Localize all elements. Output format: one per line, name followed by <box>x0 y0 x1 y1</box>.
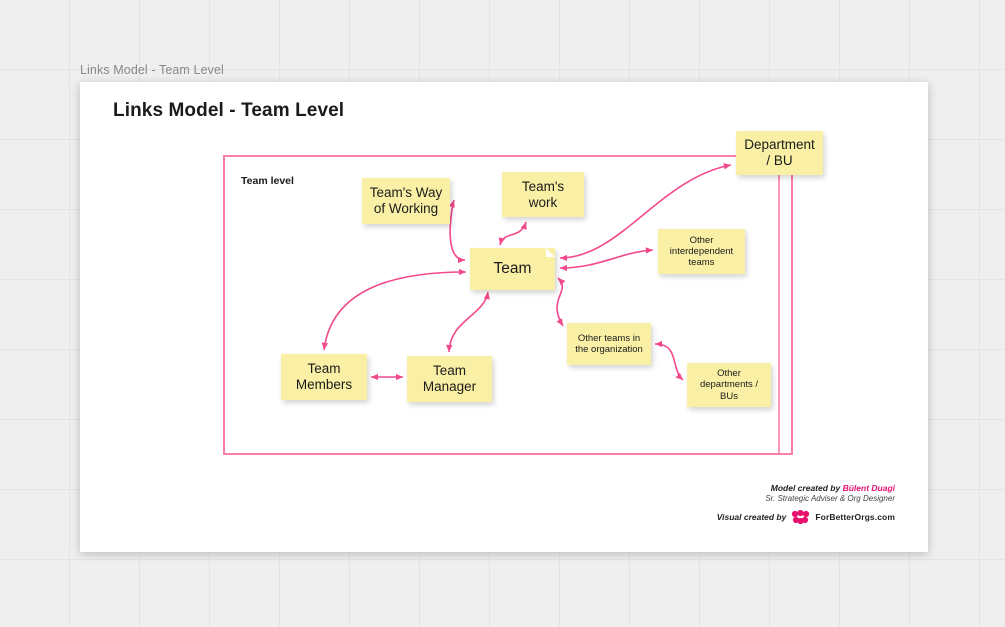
link-team--team-way <box>448 199 466 264</box>
link-team--team-members <box>321 268 467 351</box>
diagram-canvas: Team level <box>80 82 928 552</box>
note-department-bu-label: Department/ BU <box>744 137 815 168</box>
credit-visual-prefix: Visual created by <box>716 512 787 522</box>
credit-visual-brand: ForBetterOrgs.com <box>815 512 895 522</box>
credit-visual-line: Visual created by ForBetterOrgs.com <box>717 510 895 524</box>
credit-model-prefix: Model created by <box>770 483 843 493</box>
team-level-boundary <box>223 155 793 455</box>
credit-model-line: Model created by Bülent Duagi <box>717 483 895 493</box>
credits-block: Model created by Bülent Duagi Sr. Strate… <box>717 483 895 524</box>
note-department-bu[interactable]: Department/ BU <box>736 131 823 175</box>
link-team--team-manager <box>446 291 490 353</box>
credit-model-role: Sr. Strategic Adviser & Org Designer <box>765 494 895 503</box>
slide-card: Links Model - Team Level Team level <box>80 82 928 552</box>
link-team--other-teams-org <box>556 277 566 327</box>
link-otherteams--otherdepts <box>654 340 684 381</box>
note-team-label: Team <box>493 259 532 277</box>
credit-model-author: Bülent Duagi <box>842 483 895 493</box>
team-level-label: Team level <box>241 175 294 187</box>
link-team--other-interdep <box>559 247 654 272</box>
breadcrumb: Links Model - Team Level <box>80 63 224 77</box>
connector-layer <box>321 163 780 455</box>
link-team--teams-work <box>498 221 527 246</box>
forbetterorgs-logo-icon <box>792 510 810 524</box>
page-title: Links Model - Team Level <box>113 100 345 121</box>
note-team[interactable]: Team <box>470 248 555 290</box>
